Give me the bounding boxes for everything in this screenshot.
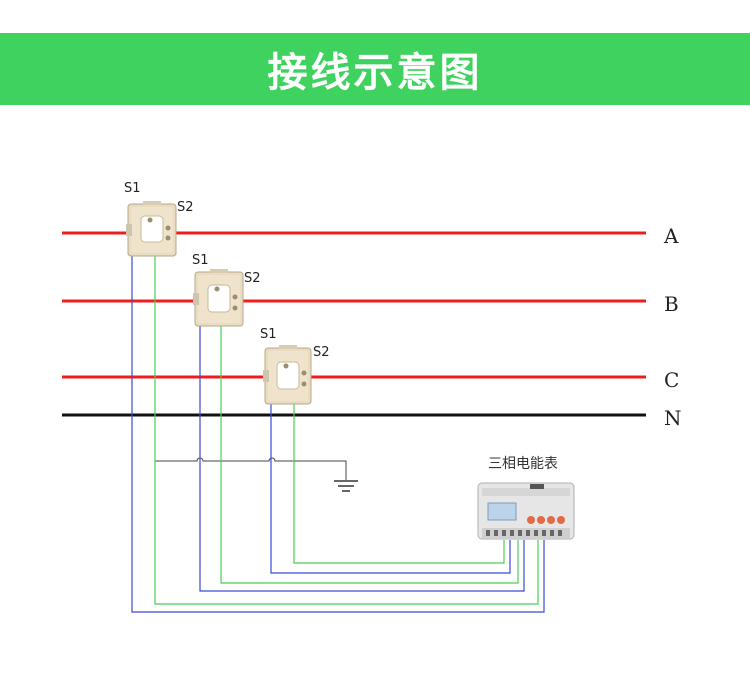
page-title: 接线示意图 <box>267 50 483 96</box>
ct1-s2-wire <box>154 248 539 605</box>
ground-wire <box>155 457 347 480</box>
phase-b-label: B <box>664 292 679 316</box>
ct2-s2-wire <box>220 318 519 584</box>
ct-c-s2-label: S2 <box>313 345 330 360</box>
phase-a-label: A <box>663 224 679 248</box>
ct1-s1-wire <box>131 245 545 613</box>
meter-label: 三相电能表 <box>488 456 558 472</box>
neutral-label: N <box>664 406 682 430</box>
current-transformer-c <box>263 345 312 405</box>
ct-c-s1-label: S1 <box>260 327 277 342</box>
ground-icon <box>334 480 358 492</box>
ct3-s1-wire <box>270 392 511 574</box>
ct3-s2-wire <box>293 396 505 564</box>
ct-b-s2-label: S2 <box>244 271 261 286</box>
energy-meter <box>477 482 575 540</box>
secondary-wires <box>131 245 545 613</box>
ct-a-s2-label: S2 <box>177 200 194 215</box>
header-banner: 接线示意图 <box>0 33 750 105</box>
phase-c-label: C <box>664 368 679 392</box>
ct2-s1-wire <box>199 314 525 592</box>
current-transformer-a <box>126 201 177 257</box>
meter-display <box>487 502 517 521</box>
current-transformer-b <box>193 269 244 327</box>
ct-b-s1-label: S1 <box>192 253 209 268</box>
ct-a-s1-label: S1 <box>124 181 141 196</box>
